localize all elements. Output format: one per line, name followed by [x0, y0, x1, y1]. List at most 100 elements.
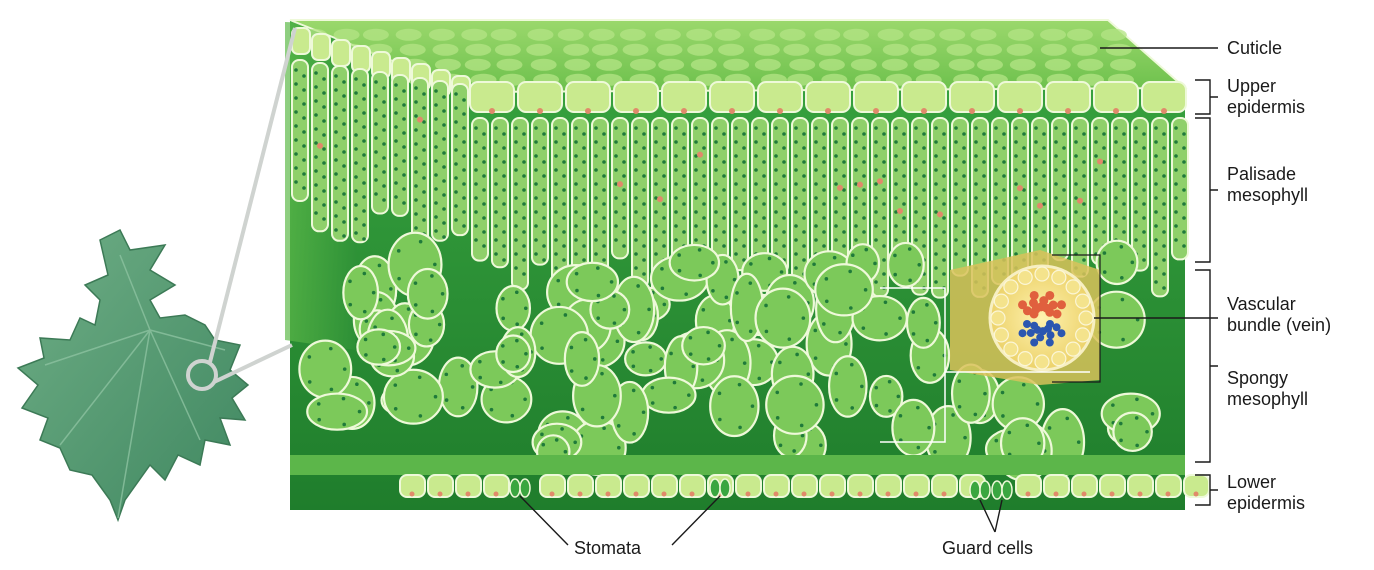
cuticle-bump	[620, 29, 646, 41]
chloroplast-dot	[735, 321, 739, 325]
chloroplast-dot	[864, 248, 868, 252]
chloroplast-dot	[554, 126, 558, 130]
chloroplast-dot	[735, 291, 739, 295]
chloroplast-dot	[794, 238, 798, 242]
chloroplast-dot	[374, 122, 378, 126]
chloroplast-dot	[502, 160, 506, 164]
chloroplast-dot	[730, 338, 734, 342]
chloroplast-dot	[540, 321, 544, 325]
chloroplast-dot	[884, 300, 888, 304]
chloroplast-dot	[1121, 338, 1125, 342]
chloroplast-dot	[358, 410, 362, 414]
chloroplast-dot	[860, 385, 864, 389]
chloroplast-dot	[754, 182, 758, 186]
chloroplast-dot	[334, 200, 338, 204]
chloroplast-dot	[622, 188, 626, 192]
chloroplast-dot	[1102, 132, 1106, 136]
chloroplast-dot	[698, 274, 702, 278]
chloroplast-dot	[397, 277, 401, 281]
chloroplast-dot	[422, 148, 426, 152]
chloroplast-dot	[743, 361, 747, 365]
chloroplast-dot	[482, 146, 486, 150]
chloroplast-dot	[482, 188, 486, 192]
cuticle-bump	[976, 44, 1002, 56]
chloroplast-dot	[794, 210, 798, 214]
chloroplast-dot	[499, 381, 503, 385]
chloroplast-dot	[834, 372, 838, 376]
nucleus-dot	[886, 492, 891, 497]
chloroplast-dot	[862, 326, 866, 330]
chloroplast-dot	[634, 140, 638, 144]
chloroplast-dot	[1037, 441, 1041, 445]
chloroplast-dot	[342, 94, 346, 98]
chloroplast-dot	[1102, 174, 1106, 178]
chloroplast-dot	[322, 105, 326, 109]
chloroplast-dot	[294, 180, 298, 184]
chloroplast-dot	[1122, 230, 1126, 234]
chloroplast-dot	[634, 238, 638, 242]
chloroplast-dot	[393, 345, 397, 349]
chloroplast-dot	[562, 258, 566, 262]
chloroplast-dot	[974, 182, 978, 186]
chloroplast-dot	[334, 228, 338, 232]
chloroplast-dot	[954, 126, 958, 130]
chloroplast-dot	[502, 132, 506, 136]
chloroplast-dot	[454, 92, 458, 96]
chloroplast-dot	[819, 444, 823, 448]
chloroplast-dot	[662, 160, 666, 164]
chloroplast-dot	[934, 154, 938, 158]
epidermis-cell	[806, 82, 850, 112]
chloroplast-dot	[934, 321, 938, 325]
chloroplast-dot	[1131, 261, 1135, 265]
chloroplast-dot	[738, 383, 742, 387]
cuticle-bump	[843, 29, 869, 41]
chloroplast-dot	[514, 210, 518, 214]
chloroplast-dot	[962, 230, 966, 234]
chloroplast-dot	[682, 202, 686, 206]
chloroplast-dot	[540, 433, 544, 437]
chloroplast-dot	[354, 189, 358, 193]
chloroplast-dot	[514, 252, 518, 256]
chloroplast-dot	[422, 106, 426, 110]
chloroplast-dot	[762, 216, 766, 220]
chloroplast-dot	[354, 105, 358, 109]
cuticle-bump	[1072, 44, 1098, 56]
chloroplast-dot	[566, 416, 570, 420]
chloroplast-dot	[354, 161, 358, 165]
chloroplast-dot	[734, 196, 738, 200]
chloroplast-dot	[1134, 140, 1138, 144]
chloroplast-dot	[862, 174, 866, 178]
chloroplast-dot	[742, 146, 746, 150]
chloroplast-dot	[742, 132, 746, 136]
nucleus-dot	[550, 492, 555, 497]
palisade-cell	[1152, 118, 1168, 296]
chloroplast-dot	[1114, 168, 1118, 172]
chloroplast-dot	[322, 203, 326, 207]
chloroplast-dot	[1008, 431, 1012, 435]
chloroplast-dot	[1182, 160, 1186, 164]
chloroplast-dot	[1162, 132, 1166, 136]
epidermis-cell	[854, 82, 898, 112]
chloroplast-dot	[848, 270, 852, 274]
chloroplast-dot	[334, 214, 338, 218]
chloroplast-dot	[522, 216, 526, 220]
chloroplast-dot	[634, 126, 638, 130]
chloroplast-dot	[642, 258, 646, 262]
chloroplast-dot	[514, 224, 518, 228]
chloroplast-dot	[994, 439, 998, 443]
chloroplast-dot	[374, 80, 378, 84]
chloroplast-dot	[702, 146, 706, 150]
chloroplast-dot	[514, 168, 518, 172]
chloroplast-dot	[1014, 126, 1018, 130]
chloroplast-dot	[834, 238, 838, 242]
chloroplast-dot	[381, 333, 385, 337]
chloroplast-dot	[874, 182, 878, 186]
chloroplast-dot	[302, 102, 306, 106]
chloroplast-dot	[714, 168, 718, 172]
chloroplast-dot	[462, 210, 466, 214]
chloroplast-dot	[742, 202, 746, 206]
nucleus-dot	[937, 211, 943, 217]
chloroplast-dot	[314, 211, 318, 215]
chloroplast-dot	[454, 218, 458, 222]
chloroplast-dot	[718, 392, 722, 396]
